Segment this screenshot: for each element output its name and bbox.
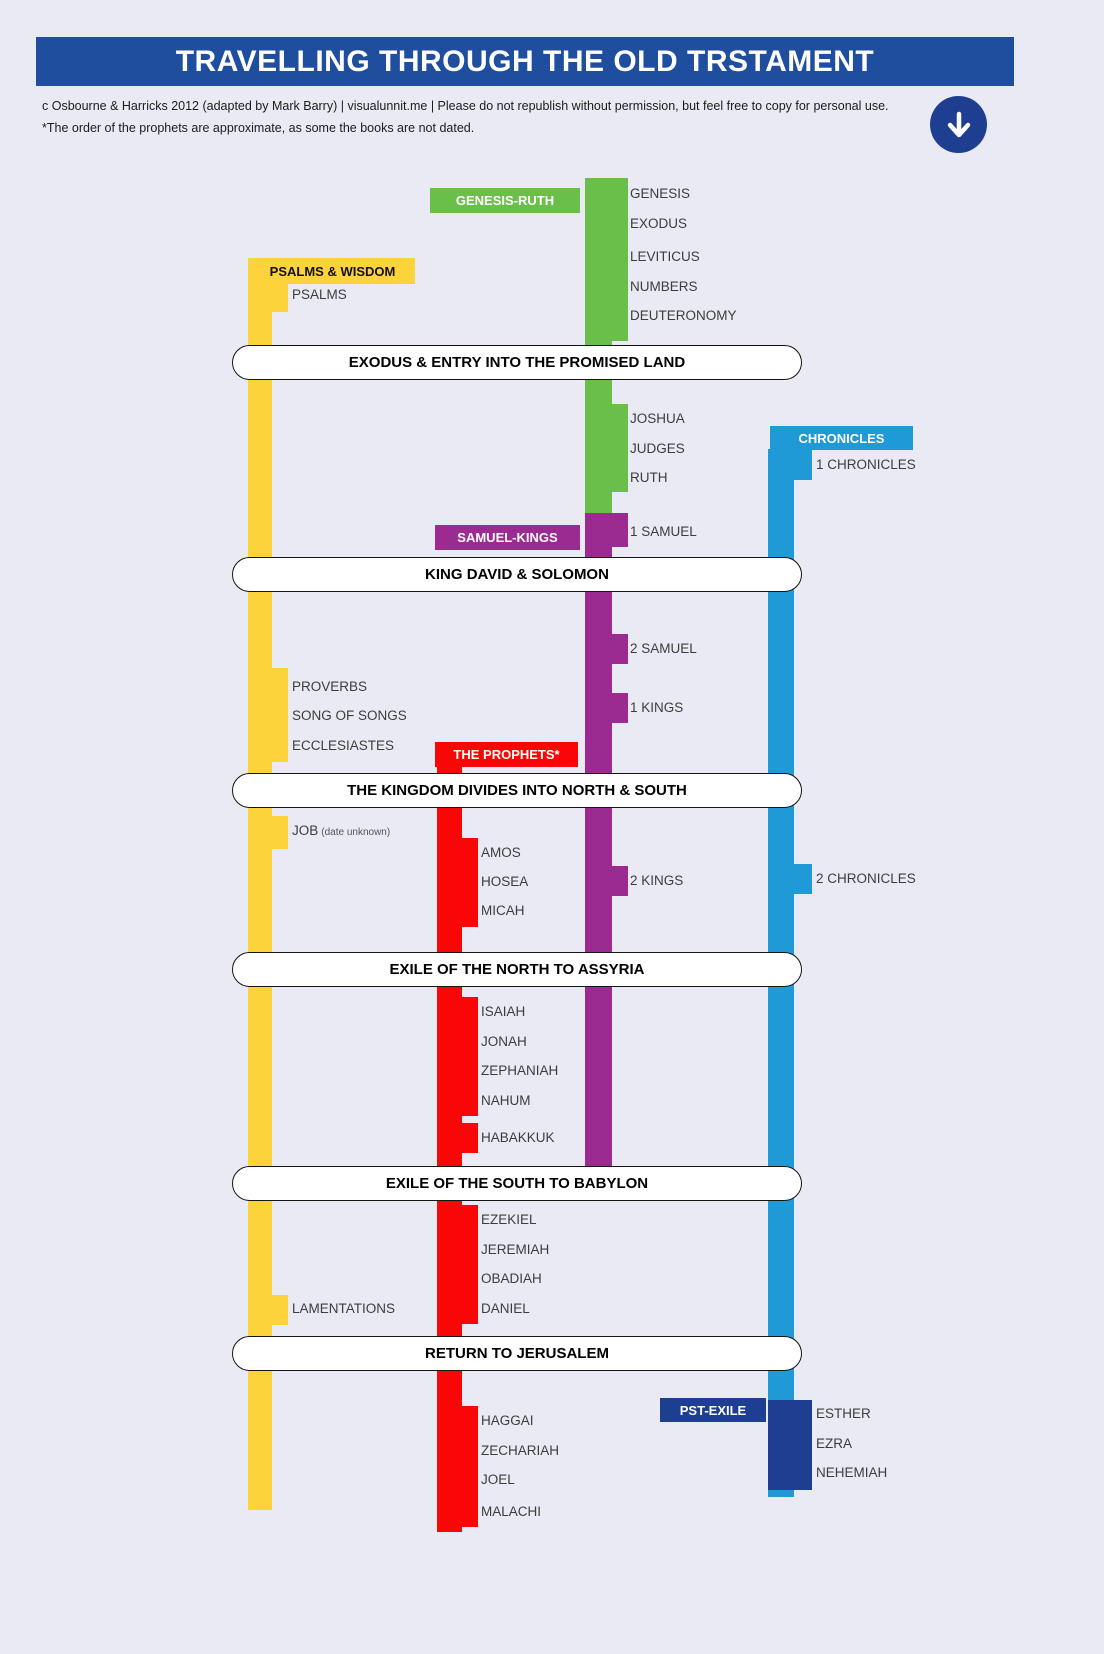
book-micah: MICAH bbox=[481, 903, 525, 918]
book-zephaniah: ZEPHANIAH bbox=[481, 1063, 559, 1078]
chronicles-label: CHRONICLES bbox=[770, 426, 913, 450]
book-nahum: NAHUM bbox=[481, 1093, 531, 1108]
book-1chronicles: 1 CHRONICLES bbox=[816, 457, 916, 472]
book-proverbs: PROVERBS bbox=[292, 679, 368, 694]
book-ezra: EZRA bbox=[816, 1436, 853, 1451]
banner-exodus-entry: EXODUS & ENTRY INTO THE PROMISED LAND bbox=[232, 345, 802, 380]
book-psalms: PSALMS bbox=[292, 287, 347, 302]
green-track-tab-torah bbox=[585, 178, 628, 341]
credit-line-2: *The order of the prophets are approxima… bbox=[42, 121, 475, 135]
post-exile-label-text: PST-EXILE bbox=[679, 1402, 747, 1418]
book-ezekiel: EZEKIEL bbox=[481, 1212, 537, 1227]
book-daniel: DANIEL bbox=[481, 1301, 530, 1316]
book-malachi: MALACHI bbox=[481, 1504, 542, 1519]
banner-exile-north-assyria: EXILE OF THE NORTH TO ASSYRIA bbox=[232, 952, 802, 987]
banner-text: THE KINGDOM DIVIDES INTO NORTH & SOUTH bbox=[347, 782, 687, 799]
banner-text: EXILE OF THE NORTH TO ASSYRIA bbox=[389, 961, 645, 978]
banner-king-david-solomon: KING DAVID & SOLOMON bbox=[232, 557, 802, 592]
blue-tab-2chronicles bbox=[768, 864, 812, 894]
book-job-note: (date unknown) bbox=[321, 827, 391, 838]
yellow-tab-psalms bbox=[248, 282, 288, 312]
banner-text: KING DAVID & SOLOMON bbox=[425, 566, 609, 583]
book-judges: JUDGES bbox=[630, 441, 685, 456]
book-2kings: 2 KINGS bbox=[630, 873, 684, 888]
red-tab-amos-micah bbox=[437, 838, 478, 927]
book-joshua: JOSHUA bbox=[630, 411, 685, 426]
purple-tab-2samuel bbox=[585, 634, 628, 664]
book-hosea: HOSEA bbox=[481, 874, 529, 889]
post-exile-label: PST-EXILE bbox=[660, 1398, 766, 1422]
blue-tab-1chronicles bbox=[768, 449, 812, 480]
book-habakkuk: HABAKKUK bbox=[481, 1130, 555, 1145]
book-2chronicles: 2 CHRONICLES bbox=[816, 871, 916, 886]
book-job: JOB(date unknown) bbox=[292, 823, 390, 841]
book-isaiah: ISAIAH bbox=[481, 1004, 526, 1019]
chronicles-label-text: CHRONICLES bbox=[798, 430, 885, 446]
banner-text: EXILE OF THE SOUTH TO BABYLON bbox=[385, 1175, 649, 1192]
samuel-kings-label-text: SAMUEL-KINGS bbox=[457, 530, 558, 545]
genesis-ruth-label-text: GENESIS-RUTH bbox=[455, 193, 555, 208]
visualunit-logo bbox=[930, 96, 987, 153]
book-job-name: JOB bbox=[292, 823, 319, 838]
credit-line-1: c Osbourne & Harricks 2012 (adapted by M… bbox=[42, 99, 889, 113]
purple-track-bar bbox=[585, 515, 612, 1166]
book-zechariah: ZECHARIAH bbox=[481, 1443, 560, 1458]
book-joel: JOEL bbox=[481, 1472, 515, 1487]
yellow-tab-lamentations bbox=[248, 1295, 288, 1325]
book-ruth: RUTH bbox=[630, 470, 668, 485]
down-arrow-icon bbox=[947, 111, 970, 137]
green-track-tab-joshua-ruth bbox=[585, 404, 628, 492]
book-esther: ESTHER bbox=[816, 1406, 871, 1421]
book-haggai: HAGGAI bbox=[481, 1413, 534, 1428]
genesis-ruth-label: GENESIS-RUTH bbox=[430, 188, 580, 213]
red-tab-habakkuk bbox=[437, 1123, 478, 1153]
book-song-of-songs: SONG OF SONGS bbox=[292, 708, 407, 723]
purple-tab-1kings bbox=[585, 693, 628, 723]
purple-tab-1samuel bbox=[585, 513, 628, 547]
book-1samuel: 1 SAMUEL bbox=[630, 524, 697, 539]
book-jonah: JONAH bbox=[481, 1034, 527, 1049]
book-obadiah: OBADIAH bbox=[481, 1271, 542, 1286]
banner-exile-south-babylon: EXILE OF THE SOUTH TO BABYLON bbox=[232, 1166, 802, 1201]
red-tab-isaiah-nahum bbox=[437, 997, 478, 1116]
red-tab-haggai-malachi bbox=[437, 1406, 478, 1527]
banner-kingdom-divides: THE KINGDOM DIVIDES INTO NORTH & SOUTH bbox=[232, 773, 802, 808]
yellow-tab-wisdom bbox=[248, 668, 288, 762]
book-jeremiah: JEREMIAH bbox=[481, 1242, 550, 1257]
yellow-tab-job bbox=[248, 816, 288, 849]
red-tab-ezekiel-daniel bbox=[437, 1205, 478, 1324]
book-genesis: GENESIS bbox=[630, 186, 691, 201]
book-amos: AMOS bbox=[481, 845, 521, 860]
book-deuteronomy: DEUTERONOMY bbox=[630, 308, 737, 323]
book-lamentations: LAMENTATIONS bbox=[292, 1301, 396, 1316]
prophets-label-text: THE PROPHETS* bbox=[453, 747, 560, 762]
banner-text: EXODUS & ENTRY INTO THE PROMISED LAND bbox=[348, 354, 686, 371]
book-leviticus: LEVITICUS bbox=[630, 249, 700, 264]
psalms-wisdom-label-text: PSALMS & WISDOM bbox=[269, 263, 396, 279]
book-numbers: NUMBERS bbox=[630, 279, 698, 294]
book-1kings: 1 KINGS bbox=[630, 700, 684, 715]
book-nehemiah: NEHEMIAH bbox=[816, 1465, 888, 1480]
navy-post-exile-block bbox=[768, 1400, 812, 1490]
banner-return-jerusalem: RETURN TO JERUSALEM bbox=[232, 1336, 802, 1371]
purple-tab-2kings bbox=[585, 866, 628, 896]
title-bar: TRAVELLING THROUGH THE OLD TRSTAMENT bbox=[36, 37, 1014, 86]
book-2samuel: 2 SAMUEL bbox=[630, 641, 697, 656]
banner-text: RETURN TO JERUSALEM bbox=[425, 1345, 609, 1362]
page-title: TRAVELLING THROUGH THE OLD TRSTAMENT bbox=[175, 44, 875, 78]
samuel-kings-label: SAMUEL-KINGS bbox=[435, 525, 580, 550]
book-ecclesiastes: ECCLESIASTES bbox=[292, 738, 395, 753]
prophets-label: THE PROPHETS* bbox=[435, 742, 578, 767]
book-exodus: EXODUS bbox=[630, 216, 688, 231]
psalms-wisdom-label: PSALMS & WISDOM bbox=[250, 258, 415, 284]
